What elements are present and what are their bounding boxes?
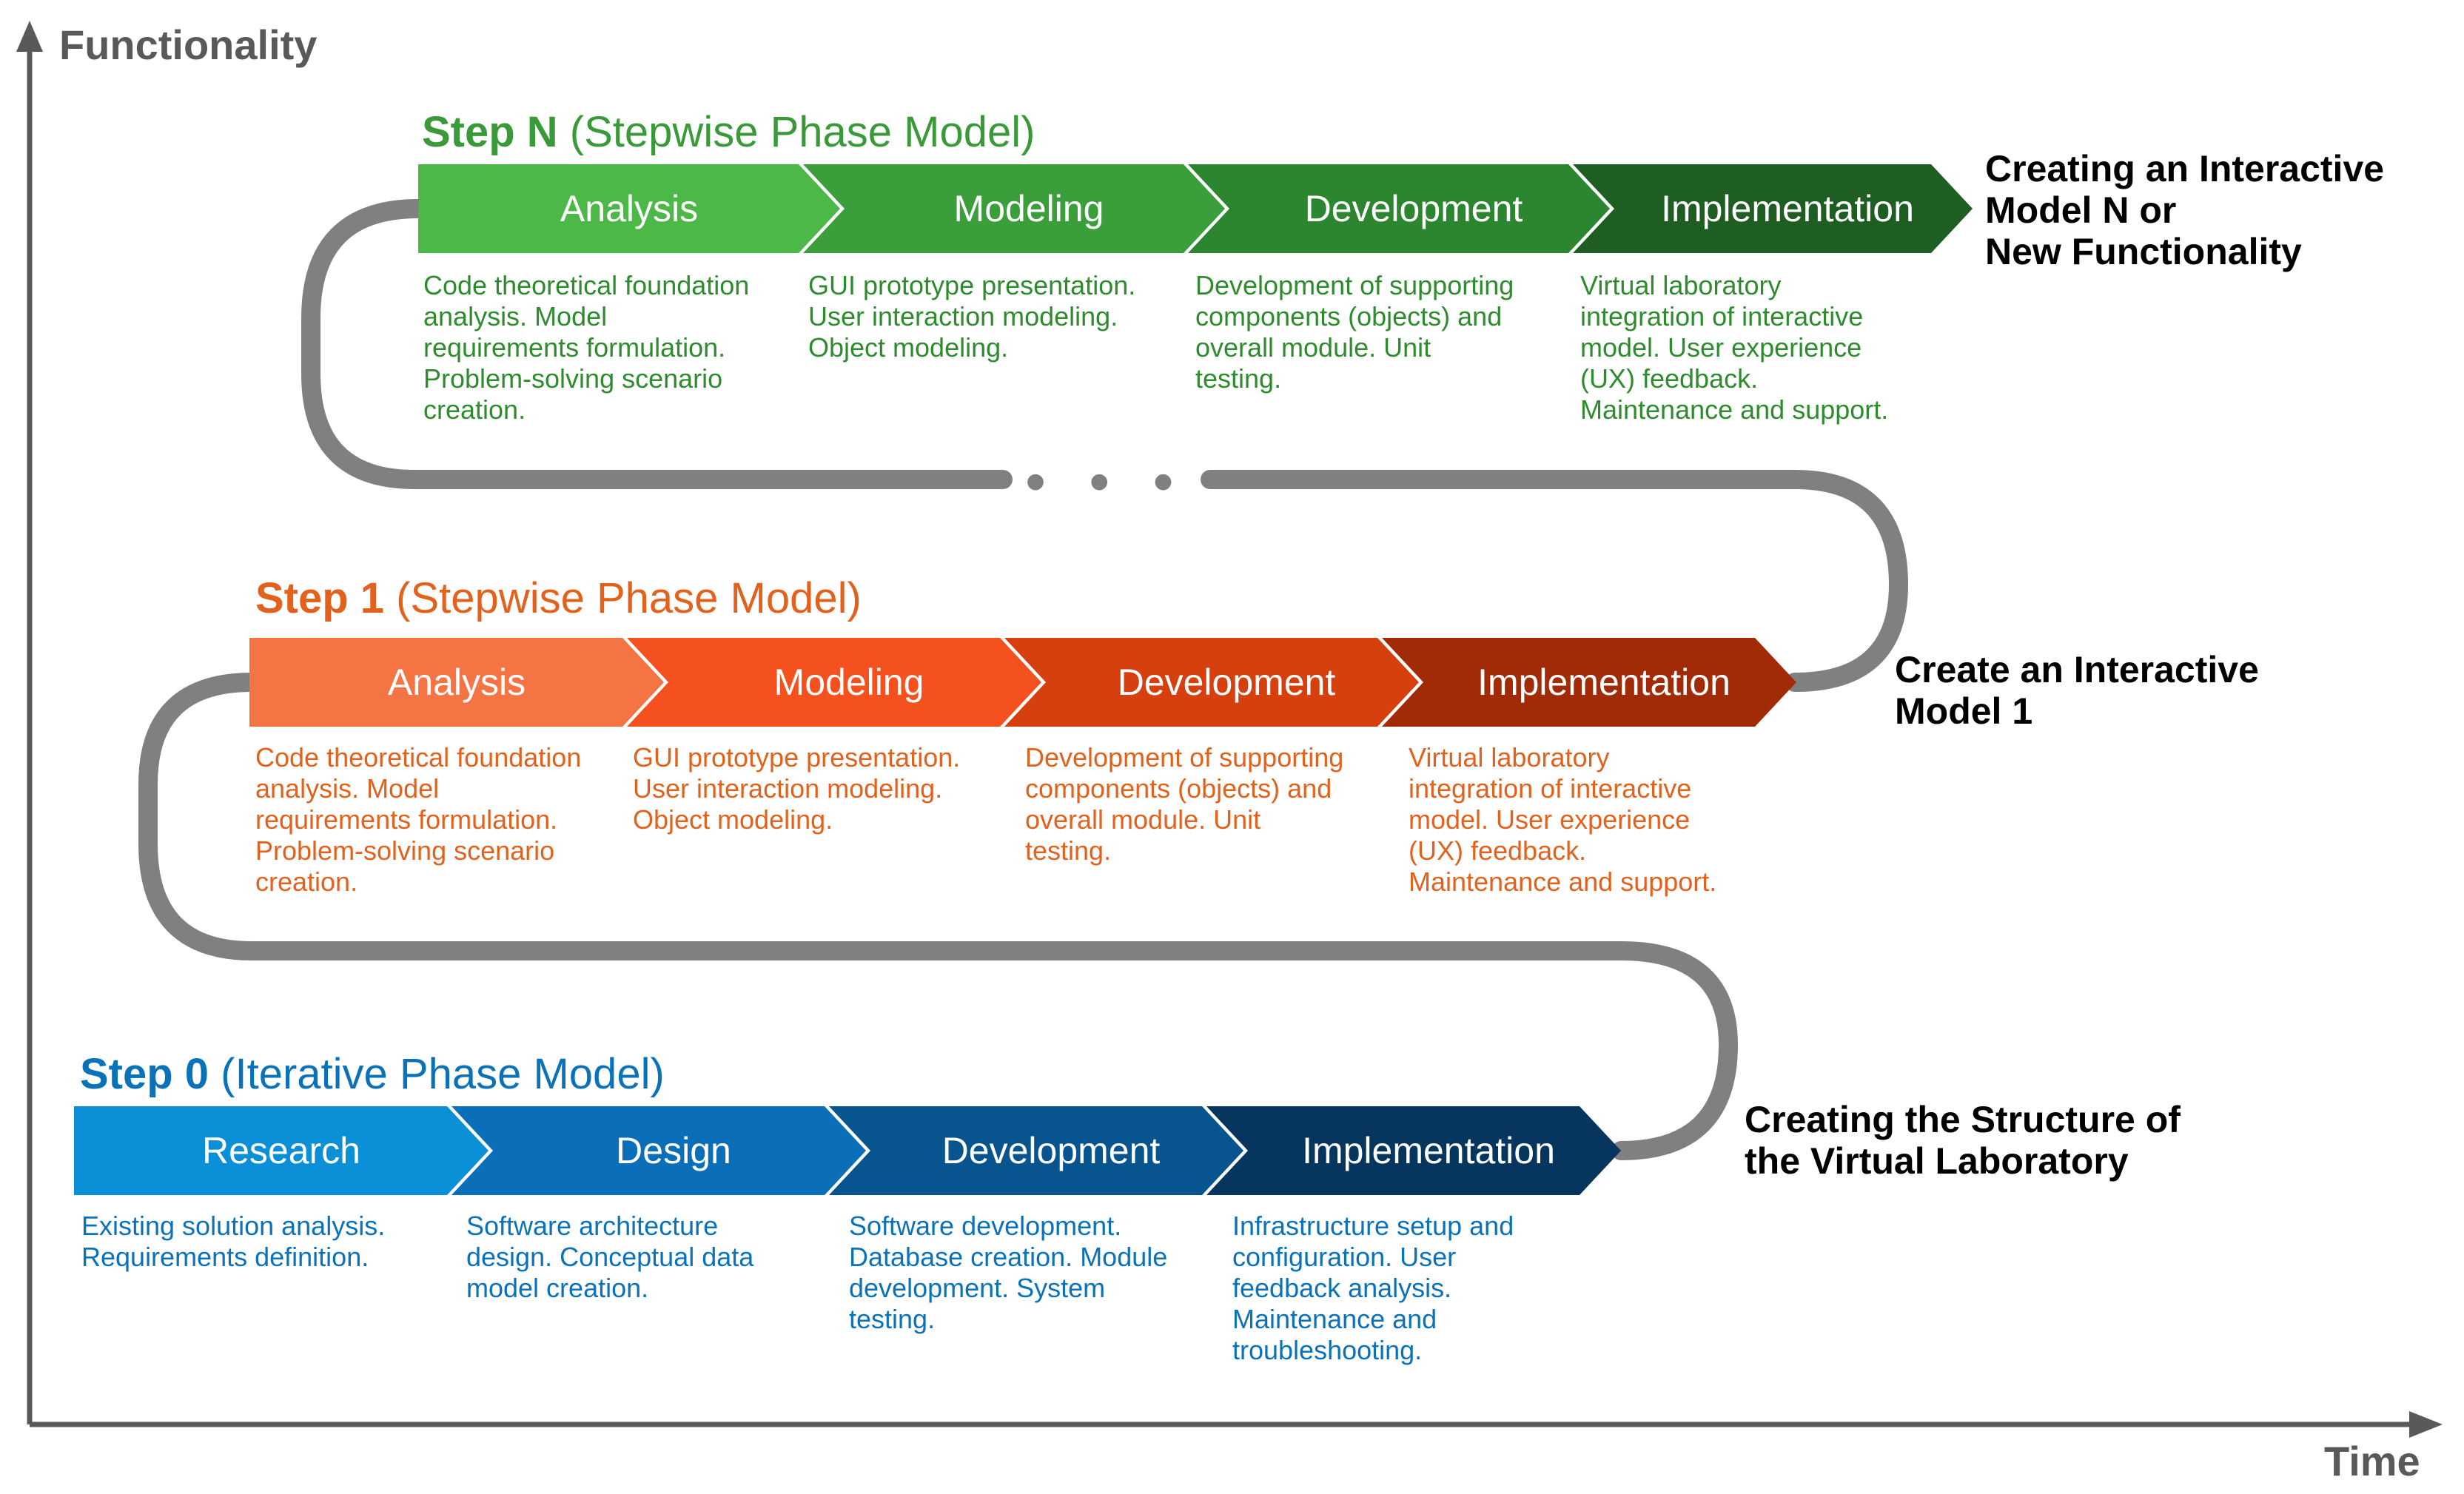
step-1-modeling-desc: GUI prototype presentation.User interact… [633, 742, 961, 835]
step-n-phase-implementation: Implementation [1573, 164, 1973, 253]
step-1-phase-modeling: Modeling [627, 638, 1041, 727]
step-n-modeling-desc: GUI prototype presentation.User interact… [808, 270, 1136, 363]
step-1-title: Step 1 (Stepwise Phase Model) [255, 573, 862, 623]
y-axis-label: Functionality [59, 21, 318, 68]
step-0-title-bold: Step 0 [80, 1050, 209, 1098]
step-0-phase-implementation: Implementation [1206, 1106, 1621, 1195]
step-1-title-bold: Step 1 [255, 574, 385, 622]
step-n-phase-analysis: Analysis [418, 164, 840, 253]
step-1-phase-implementation: Implementation [1382, 638, 1796, 727]
step-1-title-rest: (Stepwise Phase Model) [384, 574, 862, 622]
connector-step0-to-step1 [138, 673, 1739, 1160]
connector-step1-to-ellipsis [1201, 470, 1909, 692]
step-1-phase-analysis: Analysis [249, 638, 664, 727]
step-n-title-bold: Step N [422, 108, 558, 156]
connector-ellipsis-to-stepN [301, 199, 1013, 489]
step-0-research-desc: Existing solution analysis.Requirements … [81, 1211, 386, 1272]
y-axis [16, 21, 43, 1424]
x-axis [30, 1411, 2443, 1438]
step-n-phase-development: Development [1188, 164, 1610, 253]
x-axis-label: Time [2324, 1438, 2420, 1484]
step-0-title-rest: (Iterative Phase Model) [209, 1050, 665, 1098]
step-0-title: Step 0 (Iterative Phase Model) [80, 1049, 665, 1099]
step-n-title-rest: (Stepwise Phase Model) [557, 108, 1035, 156]
step-n-phase-modeling: Modeling [803, 164, 1225, 253]
step-0-phase-design: Design [451, 1106, 866, 1195]
step-0-development-desc: Software development.Database creation. … [849, 1211, 1168, 1334]
step-0-phase-research: Research [74, 1106, 489, 1195]
ellipsis: • • • [1025, 448, 1187, 514]
step-n-title: Step N (Stepwise Phase Model) [422, 107, 1035, 157]
step-0-phase-development: Development [829, 1106, 1243, 1195]
step-1-phase-development: Development [1004, 638, 1419, 727]
